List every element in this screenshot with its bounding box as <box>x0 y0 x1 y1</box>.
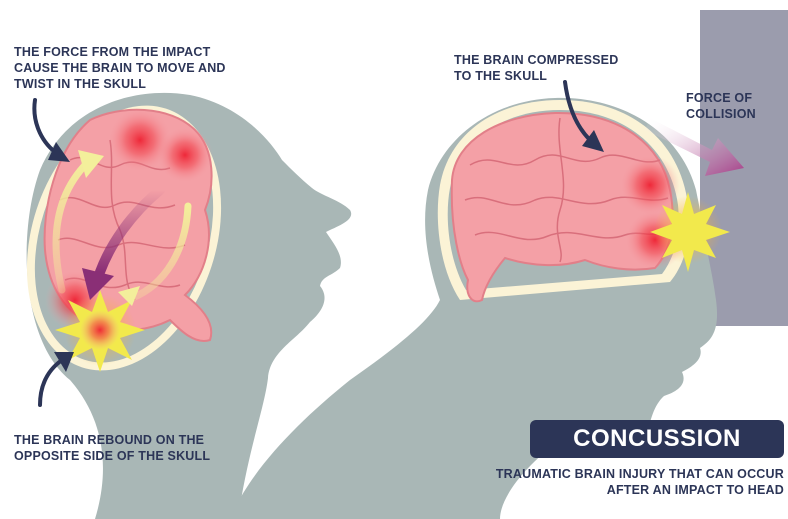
subtitle: TRAUMATIC BRAIN INJURY THAT CAN OCCUR AF… <box>496 466 784 498</box>
label-brain-rebound: THE BRAIN REBOUND ON THE OPPOSITE SIDE O… <box>14 432 210 464</box>
page-title: CONCUSSION <box>573 425 741 453</box>
pointer-arrow-force-impact <box>34 100 55 152</box>
title-banner: CONCUSSION <box>530 420 784 458</box>
label-force-collision: FORCE OF COLLISION <box>686 90 756 122</box>
label-force-impact: THE FORCE FROM THE IMPACT CAUSE THE BRAI… <box>14 44 226 92</box>
label-brain-compressed: THE BRAIN COMPRESSED TO THE SKULL <box>454 52 618 84</box>
